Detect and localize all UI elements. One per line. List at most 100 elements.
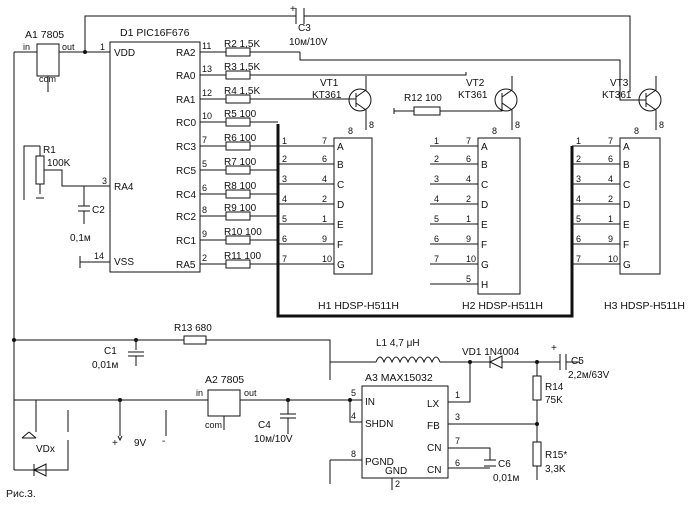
display-segment-label: F bbox=[623, 240, 629, 251]
r1-value: 100K bbox=[47, 158, 71, 169]
display-bus-number: 7 bbox=[434, 254, 439, 264]
d1-port-number: 8 bbox=[202, 205, 207, 215]
inductor-l1 bbox=[375, 356, 441, 364]
display-segment-label: G bbox=[481, 260, 489, 271]
a2-out: out bbox=[244, 388, 257, 398]
d1-port-number: 9 bbox=[202, 229, 207, 239]
transistor-ref: VT1 bbox=[320, 78, 339, 89]
display-pin-number: 9 bbox=[466, 234, 471, 244]
c1-ref: C1 bbox=[104, 346, 117, 357]
display-pin-number: 6 bbox=[466, 154, 471, 164]
display-bus-number: 2 bbox=[576, 154, 581, 164]
display-bus-number: 1 bbox=[434, 136, 439, 146]
display-bus-number: 1 bbox=[576, 136, 581, 146]
display-ref: H3 HDSP-H511H bbox=[604, 300, 685, 312]
display-common-pin: 8 bbox=[492, 126, 497, 136]
display-segment-label: H bbox=[481, 280, 488, 291]
transistor-pin: 8 bbox=[515, 120, 520, 130]
d1-port-number: 13 bbox=[202, 64, 212, 74]
a3-fb: FB bbox=[427, 421, 440, 432]
display-segment-label: B bbox=[481, 160, 488, 171]
display-pin-number: 5 bbox=[466, 274, 471, 284]
a2-in: in bbox=[196, 388, 203, 398]
figure-caption: Рис.3. bbox=[6, 488, 36, 500]
display-bus-number: 5 bbox=[434, 214, 439, 224]
transistor-type: KT361 bbox=[312, 90, 342, 101]
display-segment-label: G bbox=[337, 260, 345, 271]
display-bus-number: 2 bbox=[282, 154, 287, 164]
transistor-type: KT361 bbox=[458, 90, 488, 101]
display-pin-number: 1 bbox=[466, 214, 471, 224]
d1-pin-vdd: 1 bbox=[100, 42, 105, 52]
c5-ref: C5 bbox=[571, 356, 584, 367]
c3-value: 10м/10V bbox=[289, 37, 328, 48]
resistor-label: R8 100 bbox=[224, 181, 257, 192]
resistor-label: R9 100 bbox=[224, 203, 257, 214]
display-bus-number: 2 bbox=[434, 154, 439, 164]
display-segment-label: A bbox=[481, 142, 488, 153]
d1-port-label: RC3 bbox=[176, 142, 196, 153]
a3-pgnd: PGND bbox=[365, 457, 394, 468]
segment-bus bbox=[276, 124, 574, 318]
display-pin-number: 7 bbox=[608, 136, 613, 146]
c3-plus: + bbox=[290, 4, 296, 15]
r12-label: R12 100 bbox=[404, 93, 442, 104]
a1-com: com bbox=[39, 74, 56, 84]
a1-in: in bbox=[23, 42, 30, 52]
d1-port-number: 7 bbox=[202, 135, 207, 145]
display-ref: H1 HDSP-H511H bbox=[318, 300, 399, 312]
d1-port-number: 6 bbox=[202, 183, 207, 193]
d1-port-label: RA1 bbox=[176, 95, 196, 106]
display-pin-number: 10 bbox=[466, 254, 476, 264]
display-bus-number: 6 bbox=[282, 234, 287, 244]
r14-ref: R14 bbox=[545, 382, 564, 393]
display-bus-number: 7 bbox=[282, 254, 287, 264]
c1-value: 0,01м bbox=[92, 360, 118, 371]
lower-rail bbox=[14, 335, 350, 401]
pot-r1 bbox=[13, 52, 110, 470]
display-pin-number: 2 bbox=[608, 194, 613, 204]
a3-shdn: SHDN bbox=[365, 419, 393, 430]
a3-pin-lx: 1 bbox=[455, 390, 460, 400]
d1-vss: VSS bbox=[114, 257, 134, 268]
regulator-a1 bbox=[14, 43, 110, 92]
resistor-label: R5 100 bbox=[224, 109, 257, 120]
d1-port-label: RA2 bbox=[176, 48, 196, 59]
d1-port-number: 11 bbox=[202, 41, 211, 51]
resistor-label: R4 1,5K bbox=[224, 86, 260, 97]
c3-ref: C3 bbox=[298, 23, 311, 34]
converter-a3 bbox=[329, 361, 537, 490]
supply-terminals bbox=[21, 400, 167, 442]
resistor-r12 bbox=[393, 106, 490, 116]
a3-label: A3 MAX15032 bbox=[365, 372, 433, 384]
display-pin-number: 4 bbox=[322, 174, 327, 184]
resistor-label: R10 100 bbox=[224, 227, 262, 238]
display-segment-label: C bbox=[481, 180, 488, 191]
mcu-d1 bbox=[109, 41, 201, 273]
display-segment-label: E bbox=[481, 220, 488, 231]
a3-pin-cn1: 7 bbox=[455, 436, 460, 446]
display-pin-number: 10 bbox=[322, 254, 332, 264]
d1-ra4: RA4 bbox=[114, 182, 134, 193]
display-bus-number: 4 bbox=[576, 194, 581, 204]
a2-com: com bbox=[205, 420, 222, 430]
display-segment-label: E bbox=[337, 220, 344, 231]
l1-label: L1 4,7 μH bbox=[376, 338, 420, 349]
a1-label: A1 7805 bbox=[25, 29, 64, 41]
supply-plus: + bbox=[112, 438, 118, 449]
d1-port-number: 5 bbox=[202, 159, 207, 169]
d1-port-label: RC2 bbox=[176, 212, 196, 223]
d1-vdd: VDD bbox=[114, 48, 135, 59]
display-bus-number: 1 bbox=[282, 136, 287, 146]
d1-port-label: RA0 bbox=[176, 71, 196, 82]
display-pin-number: 4 bbox=[608, 174, 613, 184]
c2-ref: C2 bbox=[92, 205, 105, 216]
display-common-pin: 8 bbox=[348, 126, 353, 136]
a3-lx: LX bbox=[427, 399, 440, 410]
